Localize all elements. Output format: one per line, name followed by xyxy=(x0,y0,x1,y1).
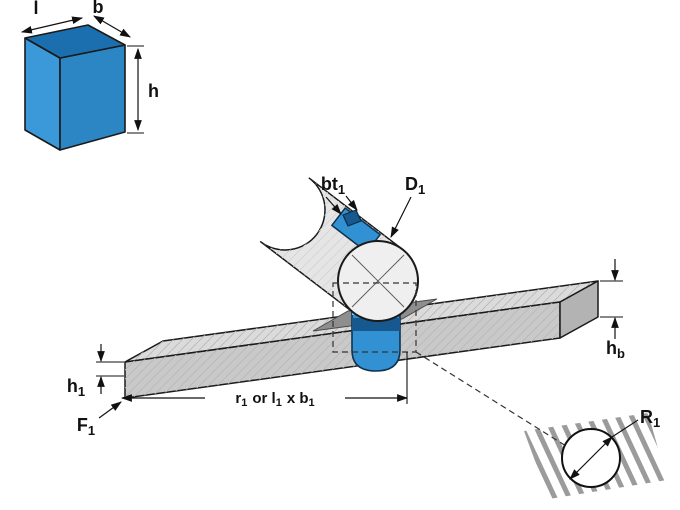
h1-extension-lines xyxy=(96,361,124,377)
label-h1: h1 xyxy=(67,376,85,399)
hb-extension-lines xyxy=(600,280,623,318)
label-bt1-main: bt xyxy=(321,174,338,194)
shaft-and-rail-assembly xyxy=(124,177,599,399)
cube-dimension-h: h xyxy=(127,45,159,134)
cube-label-l: l xyxy=(33,0,38,18)
label-h1-main: h xyxy=(67,376,78,396)
cube-dimension-b: b xyxy=(93,0,131,38)
label-f1-sub: 1 xyxy=(88,423,95,438)
label-r1: R1 xyxy=(640,407,660,430)
shaft-center-marks xyxy=(351,254,405,308)
detail-view-r1: R1 xyxy=(415,351,667,499)
label-r1-main: R xyxy=(640,407,653,427)
label-length-p1: r xyxy=(235,390,241,407)
label-length-s2: 1 xyxy=(276,397,282,409)
label-d1: D1 xyxy=(405,174,425,197)
cube-dimension-l: l xyxy=(20,0,84,34)
detail-leader-dashed xyxy=(415,351,567,447)
label-bt1-sub: 1 xyxy=(338,182,345,197)
radius-leader xyxy=(611,419,639,438)
key-gib-tab xyxy=(342,209,362,227)
key-blank-cube: l b h xyxy=(20,0,159,151)
label-d1-sub: 1 xyxy=(418,182,425,197)
bar-end-face xyxy=(559,280,599,339)
radius-dimension-line xyxy=(569,436,613,480)
shaft-cylinder xyxy=(259,177,419,322)
cube-label-b: b xyxy=(93,0,104,17)
label-length-p2: or l xyxy=(252,390,275,407)
cube-label-h: h xyxy=(148,81,159,101)
label-h1-sub: 1 xyxy=(78,384,85,399)
label-d1-main: D xyxy=(405,174,418,194)
label-hb-sub: b xyxy=(617,346,625,361)
label-r1-sub: 1 xyxy=(653,415,660,430)
label-f1: F1 xyxy=(77,415,95,438)
dimension-h1: h1 xyxy=(67,344,124,399)
label-length-p3: x b xyxy=(287,390,309,407)
cube-side-face xyxy=(59,44,126,151)
label-length-s1: 1 xyxy=(241,397,247,409)
dimension-hb: hb xyxy=(600,259,625,361)
label-bt1: bt1 xyxy=(321,174,345,197)
dimension-f1: F1 xyxy=(77,401,122,438)
dimension-d1: D1 xyxy=(390,174,425,238)
dimension-bt1: bt1 xyxy=(321,174,358,215)
label-f1-main: F xyxy=(77,415,88,435)
key-shadow-band xyxy=(352,318,400,331)
label-hb: hb xyxy=(606,338,625,361)
dimension-annotations: bt1 D1 hb h1 xyxy=(67,174,625,438)
bar-front-hatch xyxy=(125,302,560,398)
label-length-s3: 1 xyxy=(309,397,315,409)
label-hb-main: h xyxy=(606,338,617,358)
